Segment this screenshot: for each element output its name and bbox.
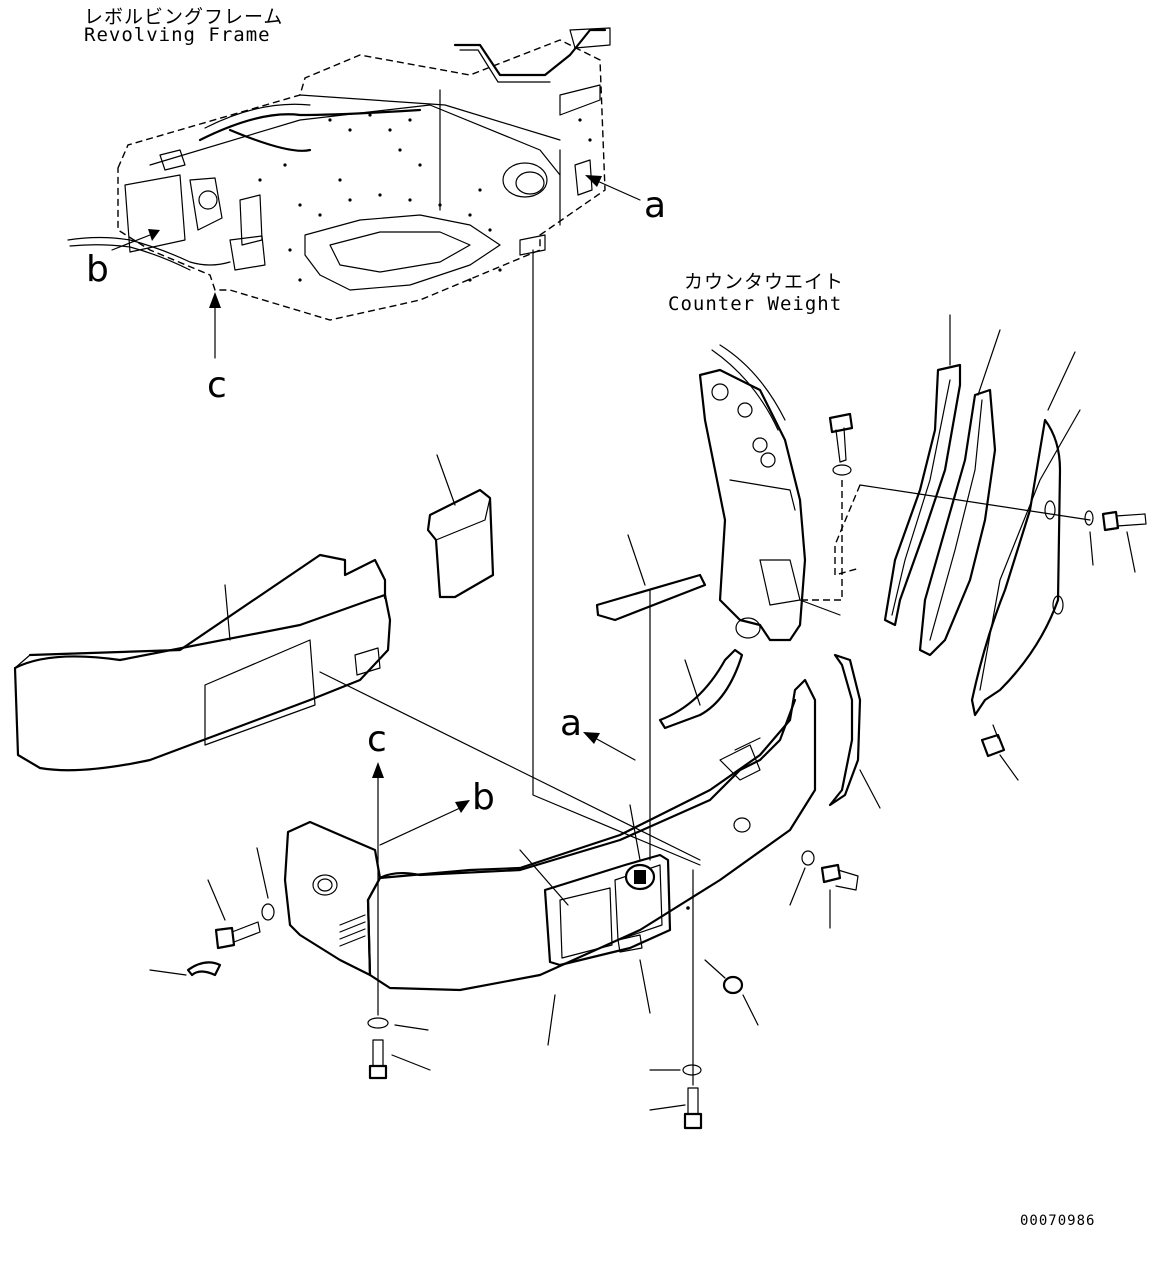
frame-reference-arrows [111,175,641,359]
reference-b-bottom: b [472,777,495,818]
alignment-lines [319,249,701,1086]
left-weight-block [13,553,392,772]
end-bracket [283,799,382,1016]
reference-a-bottom: a [560,703,583,744]
main-counterweight [366,678,817,1046]
counter-weight-label-en: Counter Weight [668,293,843,315]
spacer-block [426,454,495,599]
revolving-frame-label-ja: レボルビングフレーム [84,6,284,28]
reference-c-top: c [207,365,227,406]
revolving-frame [67,27,611,321]
body-reference-arrows [372,732,636,813]
reference-a-top: a [644,185,667,226]
counterweight-bracket [698,344,841,642]
revolving-frame-label-en: Revolving Frame [84,24,271,46]
seal-strip [658,648,744,730]
fasteners [149,847,859,1130]
bracket-bolt [800,412,861,601]
reference-c-bottom: c [367,719,387,760]
side-covers [859,314,1091,717]
clip-bracket [828,653,881,809]
drawing-code: 00070986 [1020,1213,1096,1229]
counter-weight-label-ja: カウンタウエイト [684,271,845,293]
side-bolts [980,510,1147,781]
reference-b-top: b [86,249,109,290]
wedge-plate [595,534,707,622]
